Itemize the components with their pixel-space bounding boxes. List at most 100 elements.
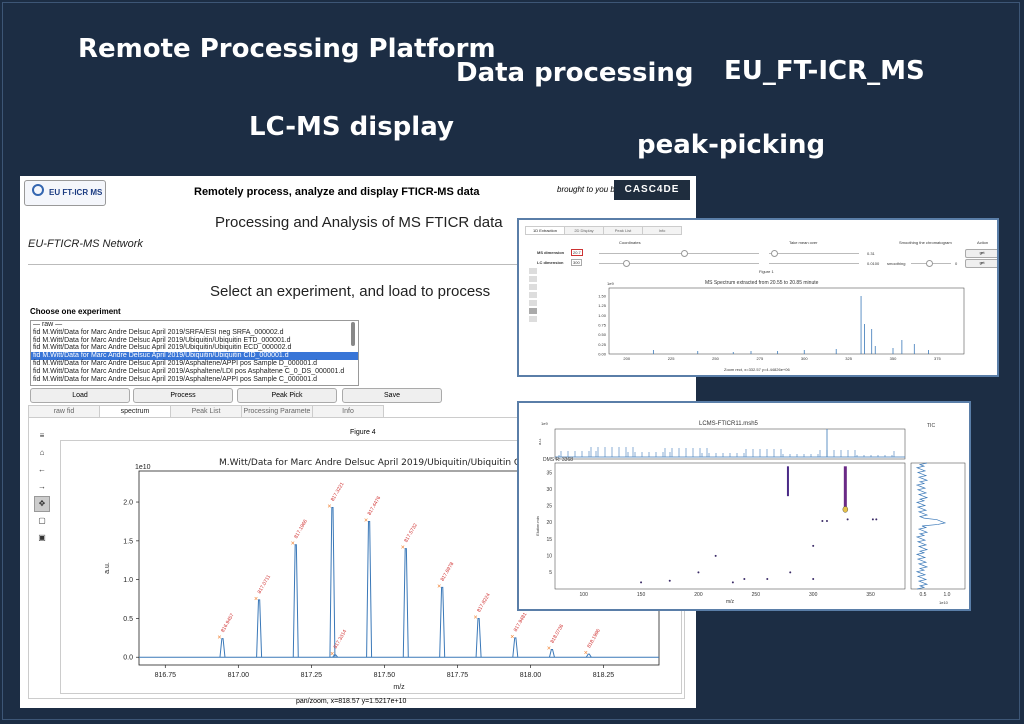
menu-icon[interactable]: ≡ [39, 431, 45, 440]
pan-icon[interactable]: ✥ [34, 496, 50, 512]
tab-1d-extraction[interactable]: 1D Extraction [525, 226, 565, 235]
ms-slider[interactable] [599, 253, 759, 254]
lcms-spot [812, 578, 815, 581]
tab-info-2[interactable]: Info [642, 226, 682, 235]
ms-dimension-input[interactable]: 20.7 [571, 249, 583, 256]
lcms-y-tick-label: 5 [549, 570, 552, 576]
lcms-spot [846, 518, 849, 521]
save-button[interactable]: Save [342, 388, 442, 403]
experiment-item[interactable]: fid M.Witt/Data for Marc Andre Delsuc Ap… [33, 359, 318, 367]
spectrum-peak [366, 520, 373, 658]
back-icon-2[interactable] [529, 276, 537, 282]
experiment-item[interactable]: fid M.Witt/Data for Marc Andre Delsuc Ap… [33, 328, 284, 336]
extraction-screenshot: 1D Extraction 2D Display Peak List Info … [517, 218, 999, 377]
dms-label: DMS R: 3368 [543, 457, 573, 463]
peak-label: 817.5732 [403, 522, 419, 543]
pan-icon-2[interactable] [529, 292, 537, 298]
zoom-rect-icon-2[interactable] [529, 308, 537, 314]
network-label: EU-FTICR-MS Network [28, 238, 143, 250]
peak-marker: × [254, 596, 258, 603]
lc-width-slider[interactable] [769, 263, 859, 264]
get-ms-button[interactable]: get [965, 249, 997, 258]
lcms-x-tick-label: 300 [809, 592, 818, 598]
home-icon-2[interactable] [529, 268, 537, 274]
lcms-spot [871, 518, 874, 521]
ms-y-tick-label: 1.25 [598, 303, 607, 308]
divider [28, 264, 692, 265]
listbox-scrollbar[interactable] [351, 322, 355, 346]
col-action: Action [977, 240, 989, 245]
lc-dimension-input[interactable]: 300 [571, 259, 582, 266]
tic-x-tick-label: 0.5 [920, 592, 927, 598]
spectrum-peak [439, 586, 446, 658]
lc-slider[interactable] [599, 263, 759, 264]
peak-marker: × [401, 545, 405, 552]
lcms-spot [640, 581, 643, 584]
ms-y-exponent: 1e9 [607, 281, 614, 286]
select-title: Select an experiment, and load to proces… [210, 283, 491, 300]
process-button[interactable]: Process [133, 388, 233, 403]
lc-dimension-label: LC dimension [537, 260, 564, 265]
experiment-item[interactable]: fid M.Witt/Data for Marc Andre Delsuc Ap… [33, 375, 318, 383]
save-icon-2[interactable] [529, 316, 537, 322]
ms-y-tick-label: 1.50 [598, 294, 607, 299]
experiment-item[interactable]: fid M.Witt/Data for Marc Andre Delsuc Ap… [33, 367, 345, 375]
lcms-y-axis-label: Elution min [535, 516, 540, 536]
lcms-screenshot: LCMS-FTICR11.msh5 1e9 TIC 1e10 a.u.DMS R… [517, 401, 971, 611]
experiment-item[interactable]: — raw — [33, 321, 63, 328]
experiment-item[interactable]: fid M.Witt/Data for Marc Andre Delsuc Ap… [31, 352, 358, 360]
tab-2d-display[interactable]: 2D Display [564, 226, 604, 235]
zoom-rect-icon[interactable]: ▢ [38, 516, 46, 525]
lcms-y-tick-label: 15 [546, 537, 552, 543]
x-tick-label: 817.75 [447, 672, 469, 679]
heading-eu-ft-icr-ms: EU_FT-ICR_MS [724, 56, 925, 86]
peak-label: 817.6978 [440, 561, 456, 582]
lcms-spot [875, 518, 878, 521]
peak-marker: × [364, 517, 368, 524]
ms-spectrum-title: MS Spectrum extracted from 20.55 to 20.8… [705, 280, 819, 286]
home-icon[interactable]: ⌂ [39, 448, 45, 457]
back-arrow-icon[interactable]: ← [38, 465, 46, 474]
lcms-top-frame [554, 428, 906, 460]
ms-slider-knob[interactable] [681, 250, 688, 257]
peak-marker: × [510, 634, 514, 641]
forward-icon-2[interactable] [529, 284, 537, 290]
experiment-listbox[interactable]: — raw —fid M.Witt/Data for Marc Andre De… [30, 320, 359, 386]
ms-width-knob[interactable] [771, 250, 778, 257]
lc-slider-knob[interactable] [623, 260, 630, 267]
load-button[interactable]: Load [30, 388, 130, 403]
experiment-item[interactable]: fid M.Witt/Data for Marc Andre Delsuc Ap… [33, 336, 291, 344]
smoothing-knob[interactable] [926, 260, 933, 267]
x-tick-label: 818.00 [520, 672, 542, 679]
forward-arrow-icon[interactable]: → [38, 482, 46, 491]
ms-width-slider[interactable] [769, 253, 859, 254]
lcms-spot [697, 571, 700, 574]
tic-frame [910, 462, 966, 590]
lcms-title: LCMS-FTICR11.msh5 [699, 421, 758, 427]
peak-label: 818.1996 [586, 628, 602, 649]
ms-x-tick-label: 275 [757, 356, 764, 361]
tic-x-tick-label: 1.0 [944, 592, 951, 598]
peak-label: 816.9457 [220, 612, 236, 633]
ms-y-tick-label: 0.50 [598, 332, 607, 337]
tab-peak-list-2[interactable]: Peak List [603, 226, 643, 235]
peak-pick-button[interactable]: Peak Pick [237, 388, 337, 403]
get-lc-button[interactable]: get [965, 259, 997, 268]
chart-title: M.Witt/Data for Marc Andre Delsuc April … [219, 458, 552, 468]
spectrum-peak [512, 637, 519, 658]
lcms-spot [821, 520, 824, 523]
y-tick-label: 2.0 [123, 500, 133, 507]
zoom-icon-2[interactable] [529, 300, 537, 306]
shot2-status: Zoom rect, x=332.57 y=4.44826e+06 [724, 367, 790, 372]
save-icon[interactable]: ▣ [38, 533, 46, 542]
lcms-x-tick-label: 100 [580, 592, 589, 598]
heading-remote: Remote Processing Platform [78, 34, 496, 64]
experiment-item[interactable]: fid M.Witt/Data for Marc Andre Delsuc Ap… [33, 344, 292, 352]
ms-x-tick-label: 250 [712, 356, 719, 361]
ms-x-tick-label: 225 [668, 356, 675, 361]
ms-x-tick-label: 375 [934, 356, 941, 361]
tic-exponent: 1e10 [939, 600, 948, 605]
col-take-mean: Take mean over [789, 240, 818, 245]
